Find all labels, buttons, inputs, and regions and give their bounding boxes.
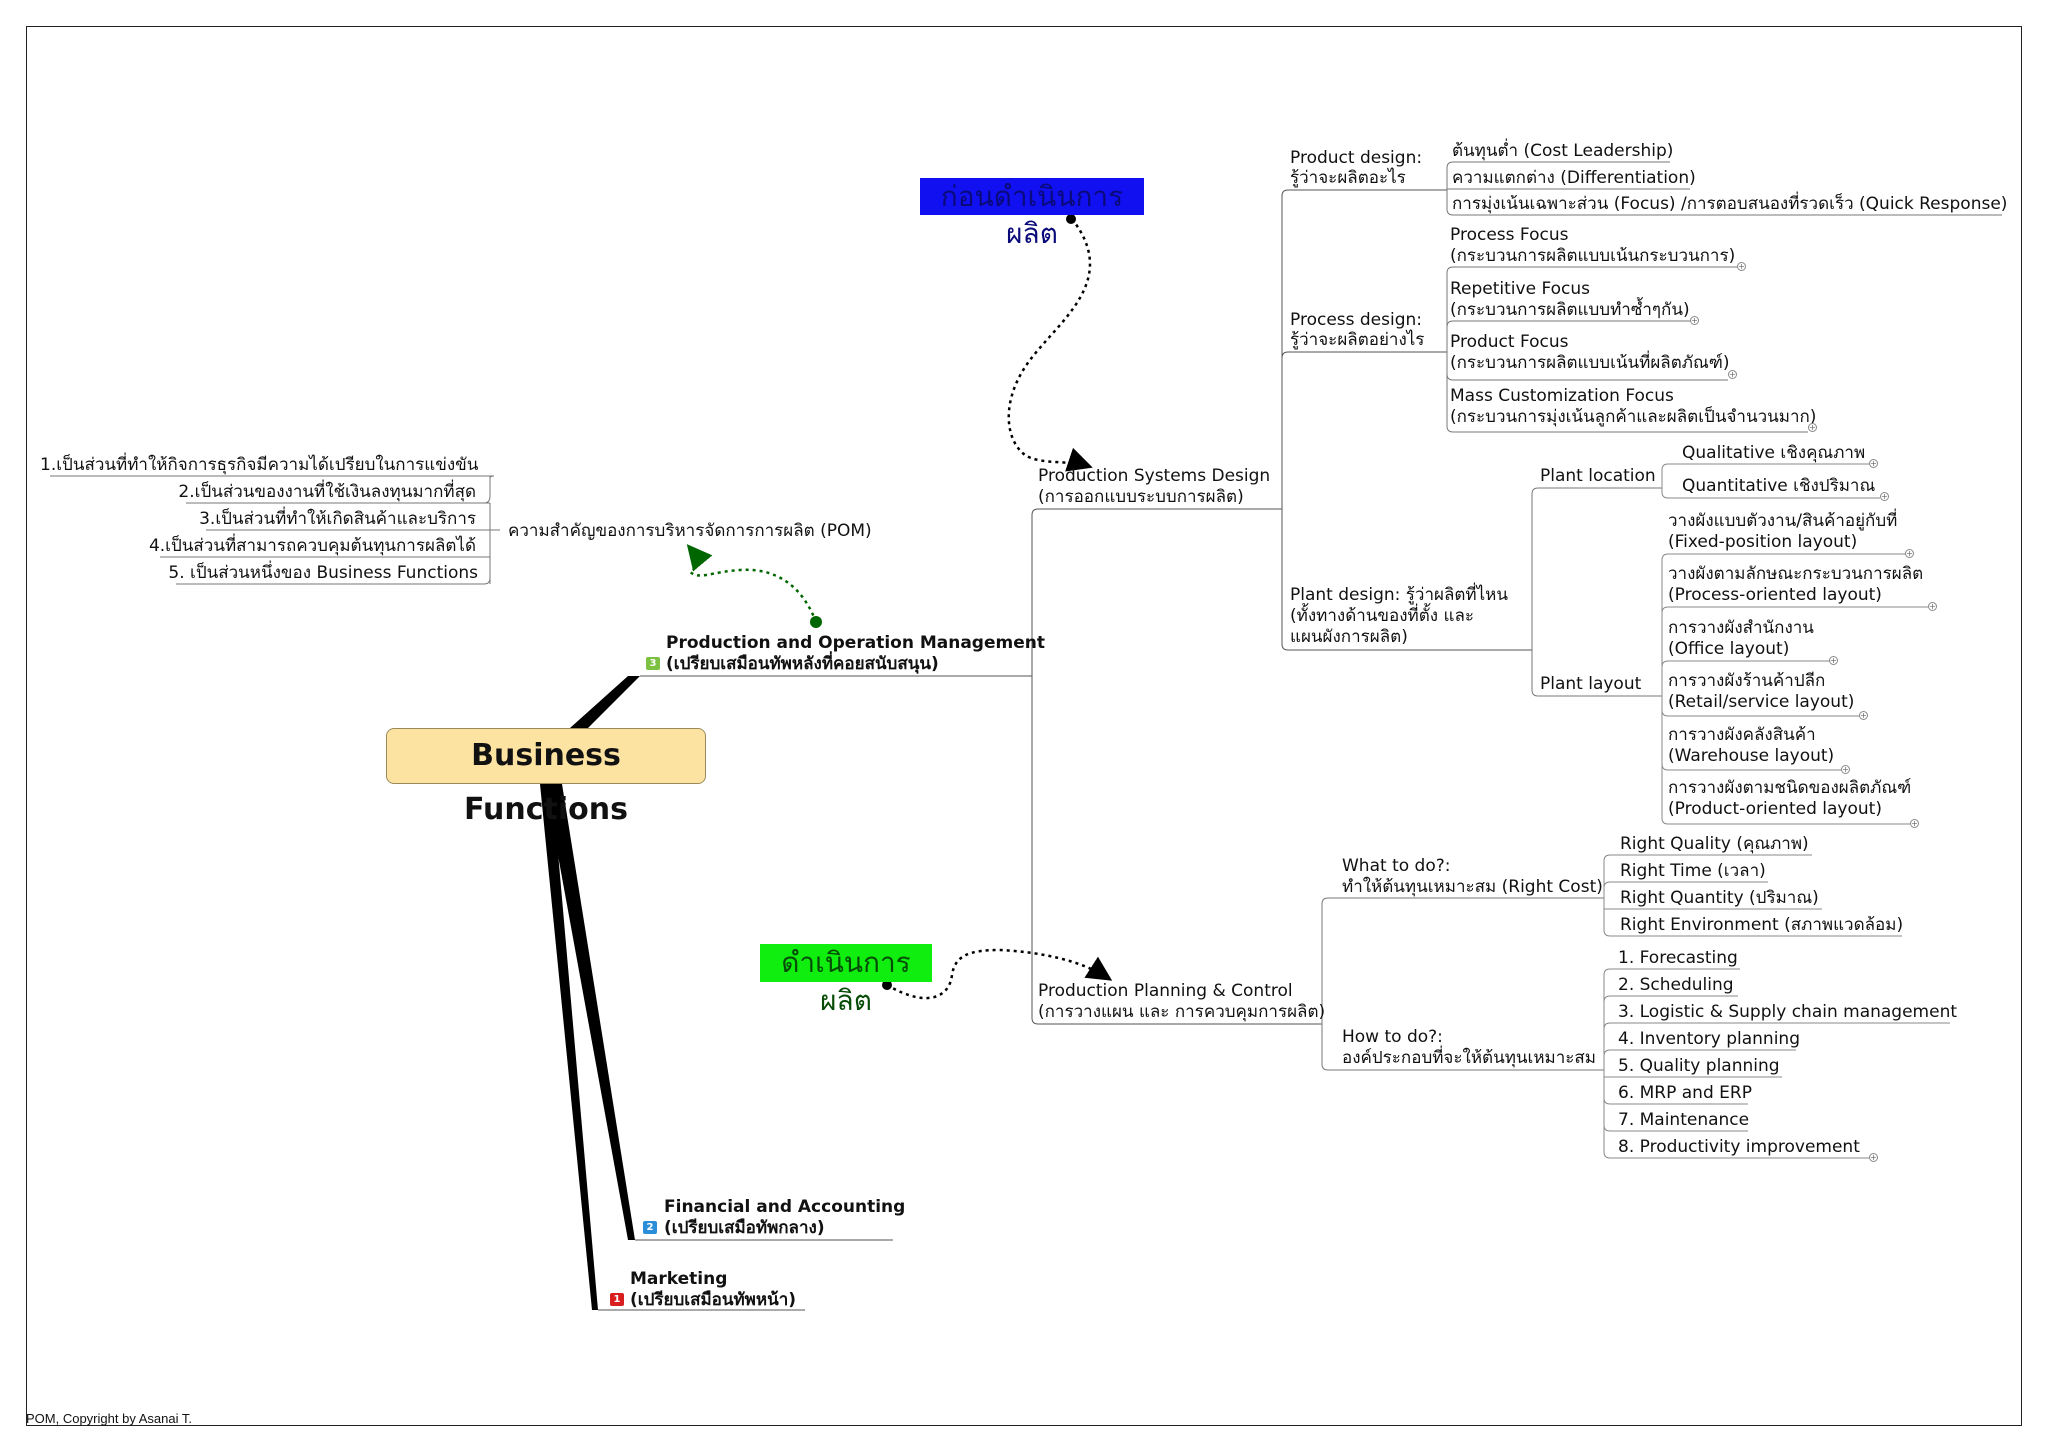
plant-design-line3: แผนผังการผลิต): [1290, 627, 1408, 647]
how-item[interactable]: 6. MRP and ERP: [1618, 1083, 1752, 1103]
layout-item-title[interactable]: การวางผังสำนักงาน: [1668, 618, 1814, 638]
expand-icon[interactable]: +: [1905, 549, 1914, 558]
expand-icon[interactable]: +: [1728, 370, 1737, 379]
how-sub: องค์ประกอบที่จะให้ต้นทุนเหมาะสม: [1342, 1048, 1597, 1068]
what-item[interactable]: Right Quality (คุณภาพ): [1620, 834, 1809, 854]
layout-item-sub: (Product-oriented layout): [1668, 799, 1882, 819]
product-design-sub: รู้ว่าจะผลิตอะไร: [1290, 168, 1406, 188]
psd-sub: (การออกแบบระบบการผลิต): [1038, 487, 1244, 507]
what-item[interactable]: Right Environment (สภาพแวดล้อม): [1620, 915, 1904, 935]
product-design-item[interactable]: ความแตกต่าง (Differentiation): [1452, 168, 1696, 188]
importance-item-3[interactable]: 3.เป็นส่วนที่ทำให้เกิดสินค้าและบริการ: [199, 509, 476, 529]
marketing-title[interactable]: Marketing: [630, 1269, 728, 1289]
plant-design-line2: (ทั้งทางด้านของที่ตั้ง และ: [1290, 606, 1474, 626]
expand-icon[interactable]: +: [1869, 459, 1878, 468]
product-design-item[interactable]: ต้นทุนต่ำ (Cost Leadership): [1452, 141, 1674, 161]
ppc-sub: (การวางแผน และ การควบคุมการผลิต): [1038, 1002, 1326, 1022]
what-item[interactable]: Right Quantity (ปริมาณ): [1620, 888, 1819, 908]
how-item[interactable]: 7. Maintenance: [1618, 1110, 1750, 1130]
process-item-title[interactable]: Product Focus: [1450, 332, 1569, 352]
process-item-sub: (กระบวนการผลิตแบบเน้นกระบวนการ): [1450, 246, 1736, 266]
plant-layout-title[interactable]: Plant layout: [1540, 674, 1642, 694]
plant-location-title[interactable]: Plant location: [1540, 466, 1656, 486]
priority-badge-3: 3: [646, 657, 660, 670]
importance-item-4[interactable]: 4.เป็นส่วนที่สามารถควบคุมต้นทุนการผลิตได…: [148, 536, 476, 556]
importance-title[interactable]: ความสำคัญของการบริหารจัดการการผลิต (POM): [508, 521, 872, 541]
expand-icon[interactable]: +: [1690, 316, 1699, 325]
finance-sub: (เปรียบเสมือทัพกลาง): [664, 1218, 825, 1238]
pom-to-psd: [1031, 508, 1282, 676]
branch-marketing: [540, 784, 598, 1310]
expand-icon[interactable]: +: [1928, 602, 1937, 611]
plant-location-item[interactable]: Quantitative เชิงปริมาณ: [1682, 476, 1876, 496]
dotted-arrow-importance: [686, 544, 818, 623]
dotted-arrow-before: [1007, 218, 1093, 472]
process-item-sub: (กระบวนการผลิตแบบทำซ้ำๆกัน): [1450, 300, 1690, 320]
how-item[interactable]: 4. Inventory planning: [1618, 1029, 1800, 1049]
expand-icon[interactable]: +: [1841, 765, 1850, 774]
expand-icon[interactable]: +: [1869, 1153, 1878, 1162]
branch-pom: [570, 676, 640, 728]
what-item[interactable]: Right Time (เวลา): [1620, 861, 1766, 881]
importance-item-1[interactable]: 1.เป็นส่วนที่ทำให้กิจการธุรกิจมีความได้เ…: [40, 455, 479, 475]
layout-item-title[interactable]: การวางผังคลังสินค้า: [1668, 725, 1816, 745]
process-design-title[interactable]: Process design:: [1290, 310, 1423, 330]
expand-icon[interactable]: +: [1808, 423, 1817, 432]
what-sub: ทำให้ต้นทุนเหมาะสม (Right Cost): [1342, 877, 1603, 897]
plant-design-line1[interactable]: Plant design: รู้ว่าผลิตที่ไหน: [1290, 585, 1508, 605]
how-item[interactable]: 2. Scheduling: [1618, 975, 1734, 995]
what-title[interactable]: What to do?:: [1342, 856, 1451, 876]
psd-title[interactable]: Production Systems Design: [1038, 466, 1271, 486]
how-item[interactable]: 1. Forecasting: [1618, 948, 1738, 968]
priority-badge-2: 2: [643, 1221, 657, 1234]
marketing-sub: (เปรียบเสมือนทัพหน้า): [630, 1290, 797, 1310]
product-design-title[interactable]: Product design:: [1290, 148, 1423, 168]
pom-title[interactable]: Production and Operation Management: [666, 633, 1045, 653]
layout-item-title[interactable]: วางผังตามลักษณะกระบวนการผลิต: [1668, 564, 1924, 584]
how-item[interactable]: 5. Quality planning: [1618, 1056, 1780, 1076]
plant-location-item[interactable]: Qualitative เชิงคุณภาพ: [1682, 443, 1866, 463]
how-title[interactable]: How to do?:: [1342, 1027, 1443, 1047]
layout-item-sub: (Office layout): [1668, 639, 1790, 659]
expand-icon[interactable]: +: [1880, 492, 1889, 501]
expand-icon[interactable]: +: [1910, 819, 1919, 828]
branch-finance: [545, 784, 635, 1240]
priority-badge-1: 1: [610, 1293, 624, 1306]
finance-title[interactable]: Financial and Accounting: [664, 1197, 906, 1217]
expand-icon[interactable]: +: [1859, 711, 1868, 720]
layout-item-title[interactable]: การวางผังร้านค้าปลีก: [1668, 671, 1826, 691]
process-item-title[interactable]: Mass Customization Focus: [1450, 386, 1674, 406]
how-item[interactable]: 3. Logistic & Supply chain management: [1618, 1002, 1958, 1022]
importance-item-2[interactable]: 2.เป็นส่วนของงานที่ใช้เงินลงทุนมากที่สุด: [178, 482, 476, 502]
how-item[interactable]: 8. Productivity improvement: [1618, 1137, 1860, 1157]
layout-item-title[interactable]: การวางผังตามชนิดของผลิตภัณฑ์: [1668, 778, 1912, 798]
process-item-title[interactable]: Repetitive Focus: [1450, 279, 1591, 299]
layout-item-sub: (Process-oriented layout): [1668, 585, 1882, 605]
ppc-title[interactable]: Production Planning & Control: [1038, 981, 1293, 1001]
pom-to-ppc: [1031, 676, 1322, 1025]
layout-item-sub: (Retail/service layout): [1668, 692, 1855, 712]
layout-item-title[interactable]: วางผังแบบตัวงาน/สินค้าอยู่กับที่: [1668, 511, 1898, 531]
expand-icon[interactable]: +: [1737, 262, 1746, 271]
copyright-footer: POM, Copyright by Asanai T.: [26, 1411, 192, 1426]
layout-item-sub: (Warehouse layout): [1668, 746, 1835, 766]
root-business-functions[interactable]: Business Functions: [386, 728, 706, 827]
process-design-sub: รู้ว่าจะผลิตอย่างไร: [1290, 330, 1425, 350]
pom-sub: (เปรียบเสมือนทัพหลังที่คอยสนับสนุน): [666, 654, 939, 674]
label-during-production[interactable]: ดำเนินการผลิต: [760, 944, 932, 1017]
label-before-production[interactable]: ก่อนดำเนินการผลิต: [920, 178, 1144, 250]
importance-item-5[interactable]: 5. เป็นส่วนหนึ่งของ Business Functions: [168, 563, 478, 583]
page-frame: [26, 26, 2022, 1426]
expand-icon[interactable]: +: [1829, 656, 1838, 665]
process-item-sub: (กระบวนการมุ่งเน้นลูกค้าและผลิตเป็นจำนวน…: [1450, 407, 1817, 427]
dotted-arrow-during: [886, 948, 1113, 1000]
process-item-title[interactable]: Process Focus: [1450, 225, 1569, 245]
process-item-sub: (กระบวนการผลิตแบบเน้นที่ผลิตภัณฑ์): [1450, 353, 1730, 373]
product-design-item[interactable]: การมุ่งเน้นเฉพาะส่วน (Focus) /การตอบสนอง…: [1452, 194, 2008, 214]
layout-item-sub: (Fixed-position layout): [1668, 532, 1858, 552]
